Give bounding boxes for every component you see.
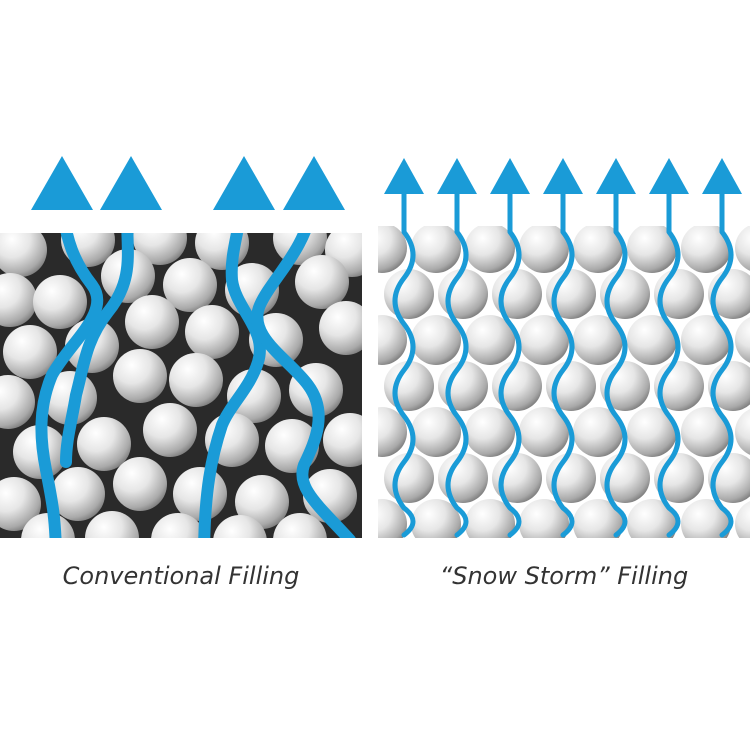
sphere-particle xyxy=(77,417,131,471)
up-arrow-icon xyxy=(31,156,93,210)
sphere-particle xyxy=(465,226,515,273)
sphere-particle xyxy=(0,233,47,277)
airflow-path xyxy=(198,233,266,538)
sphere-particle xyxy=(465,407,515,457)
sphere-particle xyxy=(735,409,750,455)
airflow-path xyxy=(498,187,522,538)
sphere-particle xyxy=(438,269,488,319)
airflow-arrows xyxy=(384,158,742,194)
sphere-particle xyxy=(735,317,750,363)
up-arrow-icon xyxy=(100,156,162,210)
sphere-particle xyxy=(411,499,461,538)
caption-conventional-filling: Conventional Filling xyxy=(62,562,300,590)
sphere-particle xyxy=(573,407,623,457)
sphere-particle xyxy=(519,499,569,538)
sphere-particle xyxy=(378,315,407,365)
sphere-particle xyxy=(384,453,434,503)
sphere-particle xyxy=(411,226,461,273)
sphere-particle xyxy=(378,499,407,538)
sphere-particle xyxy=(384,361,434,411)
caption-snow-storm-filling: “Snow Storm” Filling xyxy=(439,562,689,590)
sphere-particle xyxy=(681,407,731,457)
sphere-particle xyxy=(735,501,750,538)
airflow-arrows xyxy=(31,156,345,210)
sphere-particle xyxy=(519,226,569,273)
up-arrow-icon xyxy=(384,158,424,194)
up-arrow-icon xyxy=(649,158,689,194)
sphere-particle xyxy=(627,226,677,273)
sphere-particle xyxy=(519,407,569,457)
sphere-particle xyxy=(295,255,349,309)
sphere-particle xyxy=(681,499,731,538)
up-arrow-icon xyxy=(543,158,583,194)
sphere-particle xyxy=(681,226,731,273)
sphere-particle xyxy=(113,349,167,403)
sphere-particle xyxy=(627,315,677,365)
sphere-particle xyxy=(384,269,434,319)
up-arrow-icon xyxy=(702,158,742,194)
sphere-particle xyxy=(323,413,362,467)
sphere-particle xyxy=(573,315,623,365)
sphere-particle xyxy=(213,515,267,538)
airflow-path xyxy=(551,187,575,538)
snow-storm-filling-panel xyxy=(378,158,750,538)
sphere-particle xyxy=(0,273,37,327)
airflow-path xyxy=(60,233,134,468)
sphere-particle xyxy=(125,295,179,349)
airflow-path xyxy=(35,233,104,538)
up-arrow-icon xyxy=(596,158,636,194)
sphere-particle xyxy=(163,258,217,312)
sphere-particle xyxy=(378,407,407,457)
sphere-particle xyxy=(573,499,623,538)
sphere-particle xyxy=(735,226,750,271)
airflow-path xyxy=(657,187,681,538)
airflow-paths xyxy=(392,187,734,538)
sphere-particle xyxy=(21,513,75,538)
sphere-particle xyxy=(411,315,461,365)
sphere-particle xyxy=(235,475,289,529)
sphere-particle xyxy=(227,369,281,423)
sphere-particle xyxy=(573,226,623,273)
sphere-particle xyxy=(169,353,223,407)
airflow-path xyxy=(710,187,734,538)
sphere-particle xyxy=(681,315,731,365)
airflow-path xyxy=(251,233,356,538)
sphere-particle xyxy=(3,325,57,379)
sphere-particle xyxy=(33,275,87,329)
sphere-particle xyxy=(185,305,239,359)
up-arrow-icon xyxy=(283,156,345,210)
airflow-paths xyxy=(35,233,356,538)
airflow-path xyxy=(392,187,416,538)
sphere-particle xyxy=(411,407,461,457)
sphere-particle xyxy=(0,477,41,531)
sphere-particle xyxy=(627,499,677,538)
sphere-particle xyxy=(465,499,515,538)
sphere-particle xyxy=(85,511,139,538)
sphere-particle xyxy=(519,315,569,365)
airflow-path xyxy=(445,187,469,538)
up-arrow-icon xyxy=(213,156,275,210)
sphere-particle xyxy=(319,301,362,355)
sphere-particle xyxy=(627,407,677,457)
sphere-particle xyxy=(51,467,105,521)
sphere-particle xyxy=(0,375,35,429)
up-arrow-icon xyxy=(490,158,530,194)
sphere-particle xyxy=(438,453,488,503)
up-arrow-icon xyxy=(437,158,477,194)
sphere-particle xyxy=(113,457,167,511)
sphere-particle xyxy=(438,361,488,411)
sphere-particle xyxy=(465,315,515,365)
sphere-particle xyxy=(273,513,327,538)
sphere-particle xyxy=(378,226,407,273)
sphere-particle xyxy=(143,403,197,457)
conventional-filling-panel xyxy=(0,156,362,538)
airflow-path xyxy=(604,187,628,538)
sphere-particle xyxy=(151,513,205,538)
